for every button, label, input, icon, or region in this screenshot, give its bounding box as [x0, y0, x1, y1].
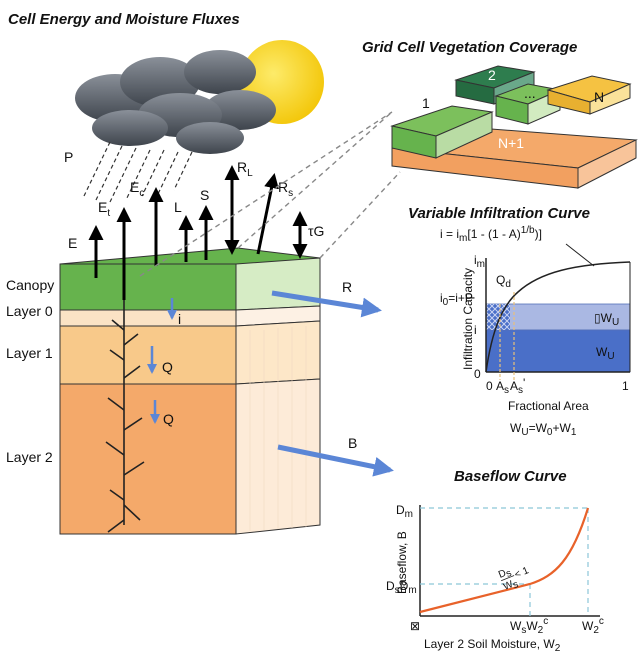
infil-curve: [485, 261, 631, 373]
infil-zero-x: 0: [486, 379, 493, 393]
label-Q1: Q: [162, 359, 173, 375]
canopy-front: [59, 263, 237, 311]
infil-Wu: WU: [596, 345, 615, 362]
roots: [105, 300, 145, 533]
baseflow-ylabel: Baseflow, B: [395, 531, 409, 594]
baseflow-origin: ⊠: [410, 619, 420, 633]
canopy-side: [235, 257, 321, 311]
soil-column: [59, 247, 321, 535]
flux-arrows: [88, 165, 308, 300]
energy-title: Cell Energy and Moisture Fluxes: [8, 11, 240, 28]
label-layer0: Layer 0: [6, 303, 53, 319]
infil-ylabel: Infiltration Capacity: [461, 268, 475, 370]
infil-equation: i = im[1 - (1 - A)1/b)]: [440, 225, 542, 244]
infil-one-x: 1: [622, 379, 629, 393]
baseflow-ratio-bot: Ws: [502, 577, 520, 594]
tile-2-label: 2: [488, 67, 496, 83]
flux-Ec: Ec: [130, 179, 144, 199]
tile-dots-label: ...: [524, 85, 536, 101]
internal-flow-arrows: [147, 298, 177, 424]
layer0-front: [59, 309, 237, 327]
vegetation-tiles: [390, 65, 638, 189]
flux-RL: RL: [237, 159, 253, 179]
infil-Qd: Qd: [496, 273, 511, 290]
infil-i0: i0=i+P: [440, 291, 473, 308]
infil-im: im: [474, 253, 485, 270]
baseflow-chart: Baseflow, B Dm DsDm Ds < 1 Ws ⊠ WsW2c W2…: [386, 503, 604, 653]
baseflow-DsDm: DsDm: [386, 579, 417, 596]
layer1-front: [59, 325, 237, 385]
infil-As2: As': [510, 376, 525, 396]
infiltration-title: Variable Infiltration Curve: [408, 205, 590, 222]
flux-S: S: [200, 187, 209, 203]
baseflow-WsW2c: WsW2c: [510, 616, 548, 636]
label-B: B: [348, 435, 357, 451]
baseflow-W2c: W2c: [582, 616, 604, 636]
flux-L: L: [174, 199, 182, 215]
label-layer2: Layer 2: [6, 449, 53, 465]
tile-1-label: 1: [422, 95, 430, 111]
infil-zero-y: 0: [474, 367, 481, 381]
label-canopy: Canopy: [6, 277, 54, 293]
flux-E: E: [68, 235, 77, 251]
infil-balance: WU=W0+W1: [510, 421, 577, 438]
flux-P: P: [64, 149, 73, 165]
baseflow-xlabel: Layer 2 Soil Moisture, W2: [424, 637, 561, 653]
flux-tauG: τG: [308, 223, 324, 239]
baseflow-curve: [419, 507, 590, 614]
flux-Rs: Rs: [278, 179, 293, 199]
label-i: i: [178, 311, 181, 327]
infiltration-chart: i = im[1 - (1 - A)1/b)] Infiltration Cap…: [440, 225, 631, 438]
label-R: R: [342, 279, 352, 295]
Qd-hatch: [486, 304, 510, 330]
label-layer1: Layer 1: [6, 345, 53, 361]
infil-As: As: [496, 379, 509, 396]
layer2-front: [59, 383, 237, 535]
infil-dWu: ▯WU: [594, 311, 619, 328]
connector-lines: [139, 111, 401, 277]
runoff-arrows: [271, 290, 394, 477]
cloud-icon: [75, 50, 276, 154]
baseflow-Dm: Dm: [396, 503, 413, 520]
vegetation-title: Grid Cell Vegetation Coverage: [362, 39, 577, 56]
label-Q2: Q: [163, 411, 174, 427]
rain-lines: [83, 141, 193, 203]
infil-xlabel: Fractional Area: [508, 399, 589, 413]
tile-N1-label: N+1: [498, 135, 524, 151]
tile-N-label: N: [594, 89, 604, 105]
baseflow-title: Baseflow Curve: [454, 468, 567, 485]
infil-i: i: [474, 323, 477, 337]
flux-Et: Et: [98, 199, 110, 219]
